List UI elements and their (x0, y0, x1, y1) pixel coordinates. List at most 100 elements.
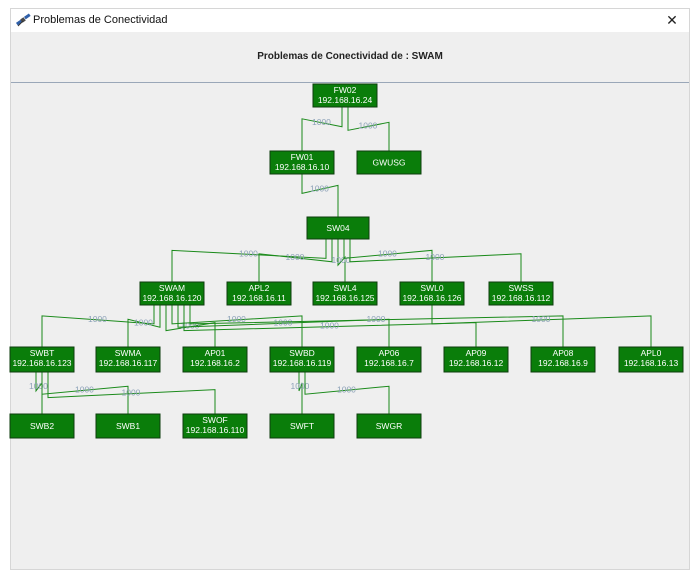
node-ip: 192.168.16.7 (364, 358, 414, 368)
node-name: SWL4 (333, 283, 356, 293)
node-name: SWSS (508, 283, 533, 293)
edge-SWAM-AP09 (183, 305, 477, 347)
edge-SWAM-AP08 (189, 305, 564, 347)
node-box (618, 346, 684, 373)
edge-label: 1000 (337, 384, 356, 394)
node-box (269, 413, 335, 439)
node-ip: 192.168.16.12 (449, 358, 504, 368)
node-ip: 192.168.16.11 (232, 293, 286, 303)
node-box (269, 150, 335, 175)
node-name: SWFT (290, 421, 314, 431)
edge-label: 1000 (312, 117, 331, 127)
node-name: SWB2 (30, 421, 54, 431)
node-name: SWL0 (420, 283, 443, 293)
node-box (312, 83, 378, 108)
node-box (139, 281, 205, 306)
edge-SWBD-SWGR (304, 372, 390, 414)
title-bar[interactable]: Problemas de Conectividad ✕ (11, 9, 689, 32)
edge-label: 1000 (320, 321, 339, 331)
node-name: SW04 (326, 223, 349, 233)
node-box (356, 346, 422, 373)
node-swb1[interactable]: SWB1 (95, 413, 161, 439)
edge-FW01-SW04 (301, 174, 339, 217)
edge-FW02-FW01 (301, 107, 343, 151)
node-box (182, 346, 248, 373)
close-icon[interactable]: ✕ (666, 12, 678, 28)
edge-SWAM-SWBT (41, 305, 155, 347)
node-name: SWMA (115, 348, 142, 358)
edge-label: 1000 (134, 317, 153, 327)
edge-label: 1000 (332, 255, 351, 265)
node-ip: 192.168.16.126 (402, 293, 461, 303)
node-name: FW01 (291, 152, 314, 162)
edge-SWBT-SWB1 (41, 372, 129, 414)
header-panel: Problemas de Conectividad de : SWAM (11, 32, 689, 83)
node-box (9, 413, 75, 439)
edge-label: 1000 (227, 314, 246, 324)
node-box (356, 413, 422, 439)
edge-SW04-SWL0 (343, 239, 433, 282)
node-gwusg[interactable]: GWUSG (356, 150, 422, 175)
node-ip: 192.168.16.9 (538, 358, 588, 368)
edge-SWAM-AP06 (177, 305, 390, 347)
edge-label: 1000 (378, 248, 397, 258)
node-name: APL0 (641, 348, 662, 358)
node-box (399, 281, 465, 306)
edge-label: 1000 (181, 321, 200, 331)
node-swgr[interactable]: SWGR (356, 413, 422, 439)
satellite-icon (15, 13, 31, 27)
node-ip: 192.168.16.125 (315, 293, 374, 303)
node-sw04[interactable]: SW04 (306, 216, 370, 240)
edge-label: 1000 (286, 252, 305, 262)
edge-label: 1000 (426, 252, 445, 262)
node-name: APL2 (249, 283, 270, 293)
node-swft[interactable]: SWFT (269, 413, 335, 439)
node-ip: 192.168.16.119 (273, 358, 332, 368)
node-box (312, 281, 378, 306)
edge-SWBT-SWB2 (35, 372, 43, 414)
node-name: AP06 (379, 348, 400, 358)
node-name: AP09 (466, 348, 487, 358)
edge-SW04-SWSS (349, 239, 522, 282)
node-name: AP01 (205, 348, 226, 358)
edges-layer: 1000 1000 1000 1000 1000 1000 1000 1000 1000 1000… (29, 107, 652, 414)
edge-label: 1000 (367, 314, 386, 324)
edge-label: 1000 (88, 314, 107, 324)
edge-SW04-SWAM (171, 239, 327, 282)
node-box (182, 413, 248, 439)
edge-SWAM-SWMA (127, 305, 161, 347)
node-box (95, 413, 161, 439)
node-box (9, 346, 75, 373)
node-swb2[interactable]: SWB2 (9, 413, 75, 439)
node-ip: 192.168.16.120 (142, 293, 201, 303)
edge-SWAM-SWBD (171, 305, 303, 347)
node-name: SWGR (376, 421, 402, 431)
node-box (269, 346, 335, 373)
node-name: SWBT (30, 348, 55, 358)
edge-label: 1000 (310, 183, 329, 193)
node-box (306, 216, 370, 240)
edge-SW04-SWL4 (337, 239, 346, 282)
node-box (530, 346, 596, 373)
node-ip: 192.168.16.24 (318, 95, 373, 105)
node-ip: 192.168.16.2 (190, 358, 240, 368)
edge-label: 1000 (291, 381, 310, 391)
node-name: SWAM (159, 283, 185, 293)
